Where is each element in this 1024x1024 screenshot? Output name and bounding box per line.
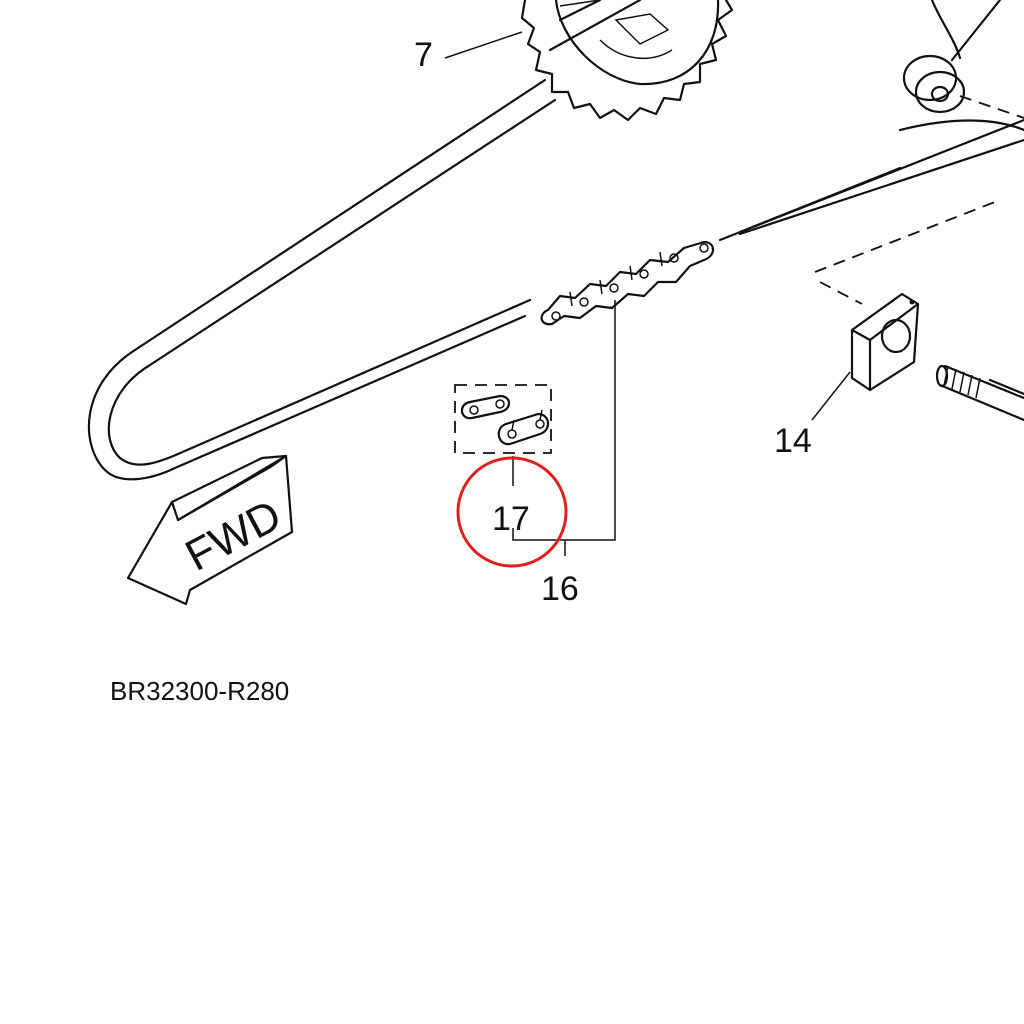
chain-adjuster: [811, 292, 920, 421]
chain-links: [540, 240, 715, 326]
master-link-detail: [454, 384, 552, 454]
label-part-14: 14: [774, 422, 812, 460]
label-part-7: 7: [414, 36, 433, 74]
leader-lines: [444, 31, 616, 556]
fwd-label: FWD: [178, 491, 289, 581]
label-part-17: 17: [492, 500, 530, 538]
forward-direction-arrow: FWD: [126, 454, 294, 606]
drawing-code: BR32300-R280: [110, 676, 289, 706]
axle-bushing: [814, 0, 1024, 305]
adjuster-bolt: [935, 364, 1024, 422]
highlight-circle: [456, 456, 568, 568]
label-part-16: 16: [541, 570, 579, 608]
rear-sprocket: [520, 0, 734, 122]
drive-chain: [87, 0, 1024, 481]
